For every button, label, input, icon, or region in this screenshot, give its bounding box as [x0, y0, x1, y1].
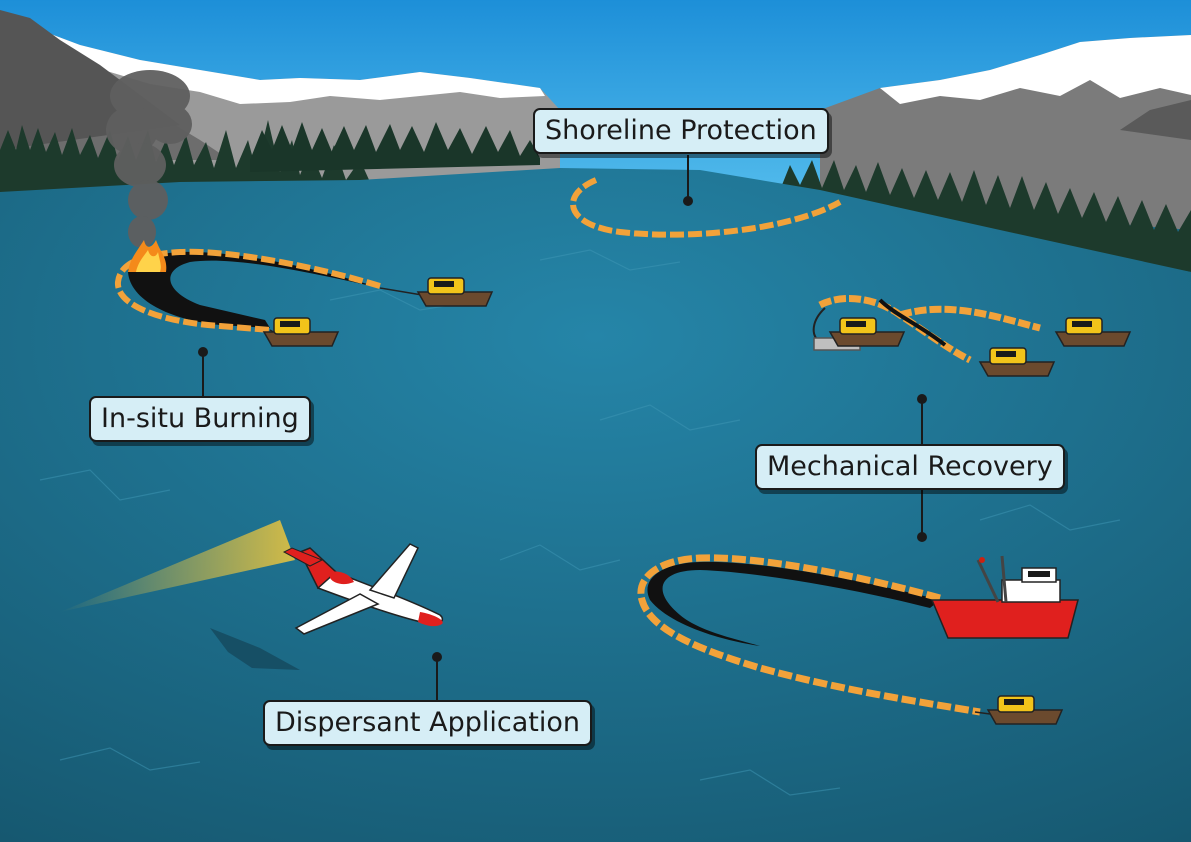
tree-icon — [780, 160, 1191, 272]
shoreline-boom — [570, 177, 842, 238]
boat-icon — [828, 317, 906, 347]
label-dispersant-application: Dispersant Application — [263, 700, 592, 746]
leader-dot — [683, 196, 693, 206]
mountain-snow — [880, 35, 1191, 104]
airplane-icon — [282, 543, 444, 635]
boat-icon — [986, 695, 1064, 725]
boat-icon — [262, 317, 340, 347]
leader-dot — [917, 532, 927, 542]
label-shoreline-protection: Shoreline Protection — [533, 108, 829, 154]
tow-line — [974, 711, 991, 715]
mountain-icon — [1120, 100, 1191, 140]
smoke-icon — [106, 70, 192, 248]
ship-icon — [930, 555, 1079, 639]
mountain-snow — [0, 20, 545, 104]
water-ripples — [39, 249, 1121, 796]
fire-icon — [128, 240, 167, 272]
dispersant-spray — [60, 520, 295, 612]
label-mechanical-recovery: Mechanical Recovery — [755, 444, 1065, 490]
boat-icon — [416, 277, 494, 307]
oil-slick — [647, 561, 940, 646]
boom-icon — [637, 554, 981, 716]
airplane-shadow — [210, 628, 300, 670]
water — [0, 168, 1191, 842]
tree-icon — [250, 122, 540, 172]
tree-icon — [0, 120, 370, 195]
boat-icon — [1054, 317, 1132, 347]
label-in-situ-burning: In-situ Burning — [89, 396, 311, 442]
boat-icon — [978, 347, 1056, 377]
